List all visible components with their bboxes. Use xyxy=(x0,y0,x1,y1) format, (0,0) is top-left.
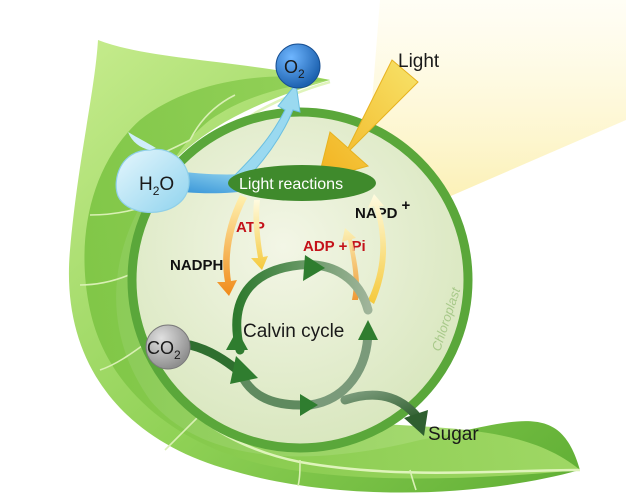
calvin-cycle-label: Calvin cycle xyxy=(243,321,344,342)
sugar-label: Sugar xyxy=(428,424,479,445)
co2-label: CO2 xyxy=(147,338,181,362)
light-reactions-label: Light reactions xyxy=(239,176,343,193)
calvin-arrowhead xyxy=(226,330,248,350)
atp-label: ATP xyxy=(236,219,265,236)
h2o-droplet xyxy=(115,148,190,213)
sugar-arrowhead xyxy=(404,410,428,436)
light-beam xyxy=(365,0,626,205)
atp-arrow xyxy=(251,200,268,270)
o2-bubble xyxy=(275,43,321,89)
h2o-droplet-tail xyxy=(128,132,156,150)
napd-arrow xyxy=(368,194,387,304)
leaf-vein xyxy=(409,469,417,491)
sugar-arrow xyxy=(340,390,423,423)
co2-bubble xyxy=(145,324,191,370)
leaf-vein xyxy=(189,94,236,141)
leaf-vein xyxy=(297,459,301,487)
h2o-label: H2O xyxy=(139,174,174,198)
calvin-arc-right xyxy=(305,325,373,410)
adp-pi-label: ADP + Pi xyxy=(303,238,366,255)
light-reactions-oval xyxy=(228,165,376,201)
leaf-vein xyxy=(164,414,201,451)
o2-label: O2 xyxy=(284,57,305,81)
nadph-arrow xyxy=(217,195,247,296)
co2-arrowhead xyxy=(230,356,258,384)
calvin-arrowhead xyxy=(303,255,325,281)
calvin-arc-top xyxy=(232,260,373,355)
calvin-arrowhead xyxy=(358,320,378,340)
nadph-label: NADPH xyxy=(170,257,223,274)
light-label: Light xyxy=(398,51,440,72)
calvin-arrowhead xyxy=(300,394,318,416)
